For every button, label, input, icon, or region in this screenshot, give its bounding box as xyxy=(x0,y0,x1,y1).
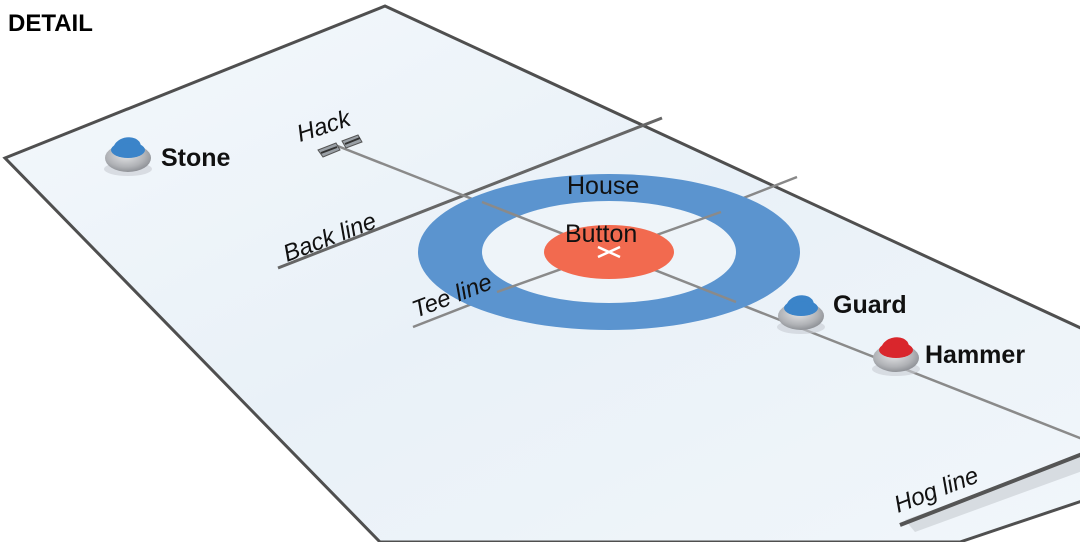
button-center-mark xyxy=(597,245,621,259)
house xyxy=(418,174,800,330)
sheet-edge-strip xyxy=(905,456,1080,532)
label-hammer: Hammer xyxy=(925,341,1025,369)
label-stone: Stone xyxy=(161,144,231,172)
hack-icon xyxy=(317,134,363,158)
label-house: House xyxy=(567,172,639,200)
label-guard: Guard xyxy=(833,291,907,319)
hog-line xyxy=(899,452,1080,527)
diagram-title: DETAIL xyxy=(8,10,93,37)
hammer-stone-icon-red xyxy=(872,337,920,376)
back-line xyxy=(277,116,663,270)
guard-stone-icon-blue xyxy=(777,295,825,334)
label-button: Button xyxy=(565,220,637,248)
stone-icon-blue xyxy=(104,137,152,176)
